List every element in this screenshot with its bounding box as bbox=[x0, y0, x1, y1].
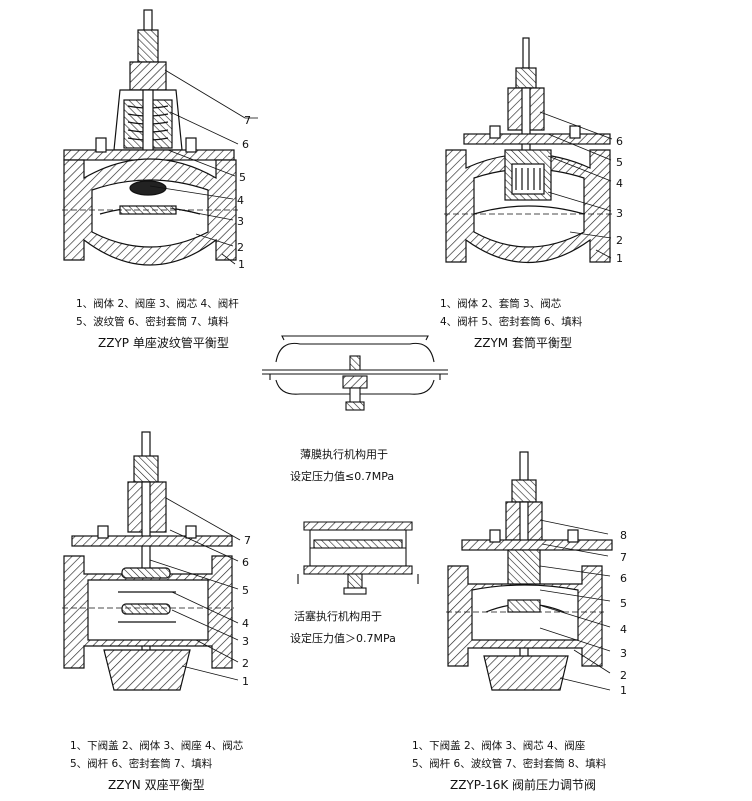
zzyp16k-title: ZZYP-16K 阀前压力调节阀 bbox=[450, 778, 597, 792]
zzyp-callout: 1 bbox=[238, 258, 245, 271]
zzyp16k-callout: 2 bbox=[620, 669, 627, 682]
diaphragm-note-line-2: 设定压力值≤0.7MPa bbox=[290, 470, 395, 483]
piston-actuator-drawing bbox=[297, 521, 419, 595]
diaphragm-actuator-drawing bbox=[262, 335, 448, 411]
zzyp16k-callout: 1 bbox=[620, 684, 627, 697]
zzym-title: ZZYM 套筒平衡型 bbox=[474, 336, 572, 350]
zzyp-legend-line-1: 1、阀体 2、阀座 3、阀芯 4、阀杆 bbox=[76, 298, 239, 310]
zzyn-callout: 7 bbox=[244, 534, 251, 547]
zzyp16k-callout: 3 bbox=[620, 647, 627, 660]
zzym-callout: 1 bbox=[616, 252, 623, 265]
zzyp-callout: 2 bbox=[237, 241, 244, 254]
zzym-legend-line-1: 1、阀体 2、套筒 3、阀芯 bbox=[440, 298, 562, 310]
zzyn-valve-drawing bbox=[62, 431, 241, 691]
zzyn-title: ZZYN 双座平衡型 bbox=[108, 778, 205, 792]
zzyp16k-callout: 4 bbox=[620, 623, 627, 636]
zzyp16k-legend-line-2: 5、阀杆 6、波纹管 7、密封套筒 8、填料 bbox=[412, 758, 607, 770]
zzyp16k-legend-line-1: 1、下阀盖 2、阀体 3、阀芯 4、阀座 bbox=[412, 740, 586, 752]
zzyn-callout: 5 bbox=[242, 584, 249, 597]
zzyn-legend-line-1: 1、下阀盖 2、阀体 3、阀座 4、阀芯 bbox=[70, 740, 244, 752]
zzym-callout: 2 bbox=[616, 234, 623, 247]
zzyn-callout: 2 bbox=[242, 657, 249, 670]
piston-note-line-2: 设定压力值＞0.7MPa bbox=[290, 632, 396, 645]
zzyn-legend-line-2: 5、阀杆 6、密封套筒 7、填料 bbox=[70, 758, 213, 770]
zzyp-valve-drawing bbox=[62, 9, 258, 266]
zzyn-callout: 1 bbox=[242, 675, 249, 688]
zzyp-title: ZZYP 单座波纹管平衡型 bbox=[98, 336, 229, 350]
zzyp16k-callout: 5 bbox=[620, 597, 627, 610]
zzyp-callout: 6 bbox=[242, 138, 249, 151]
diaphragm-note-line-1: 薄膜执行机构用于 bbox=[300, 448, 388, 461]
zzyp-legend-line-2: 5、波纹管 6、密封套筒 7、填料 bbox=[76, 316, 229, 328]
zzym-callout-numbers: 6 5 4 3 2 1 bbox=[616, 135, 623, 265]
zzym-callout: 4 bbox=[616, 177, 623, 190]
zzyp-callout: 7 bbox=[244, 114, 251, 127]
zzyp-callout-numbers: 7 6 5 4 3 2 1 bbox=[237, 114, 251, 271]
zzym-valve-drawing bbox=[444, 37, 613, 264]
zzym-callout: 5 bbox=[616, 156, 623, 169]
zzyp16k-callout: 8 bbox=[620, 529, 627, 542]
zzym-callout: 3 bbox=[616, 207, 623, 220]
zzyp-callout: 3 bbox=[237, 215, 244, 228]
zzyp16k-callout: 7 bbox=[620, 551, 627, 564]
zzyn-callout: 3 bbox=[242, 635, 249, 648]
zzym-legend-line-2: 4、阀杆 5、密封套筒 6、填料 bbox=[440, 316, 583, 328]
zzyn-callout: 4 bbox=[242, 617, 249, 630]
zzyp-callout: 4 bbox=[237, 194, 244, 207]
zzyp16k-callout-numbers: 8 7 6 5 4 3 2 1 bbox=[620, 529, 627, 697]
zzym-callout: 6 bbox=[616, 135, 623, 148]
zzyp16k-valve-drawing bbox=[446, 451, 613, 691]
zzyp16k-callout: 6 bbox=[620, 572, 627, 585]
zzyn-callout-numbers: 7 6 5 4 3 2 1 bbox=[242, 534, 251, 688]
zzyp-callout: 5 bbox=[239, 171, 246, 184]
piston-note-line-1: 活塞执行机构用于 bbox=[294, 610, 382, 623]
zzyn-callout: 6 bbox=[242, 556, 249, 569]
